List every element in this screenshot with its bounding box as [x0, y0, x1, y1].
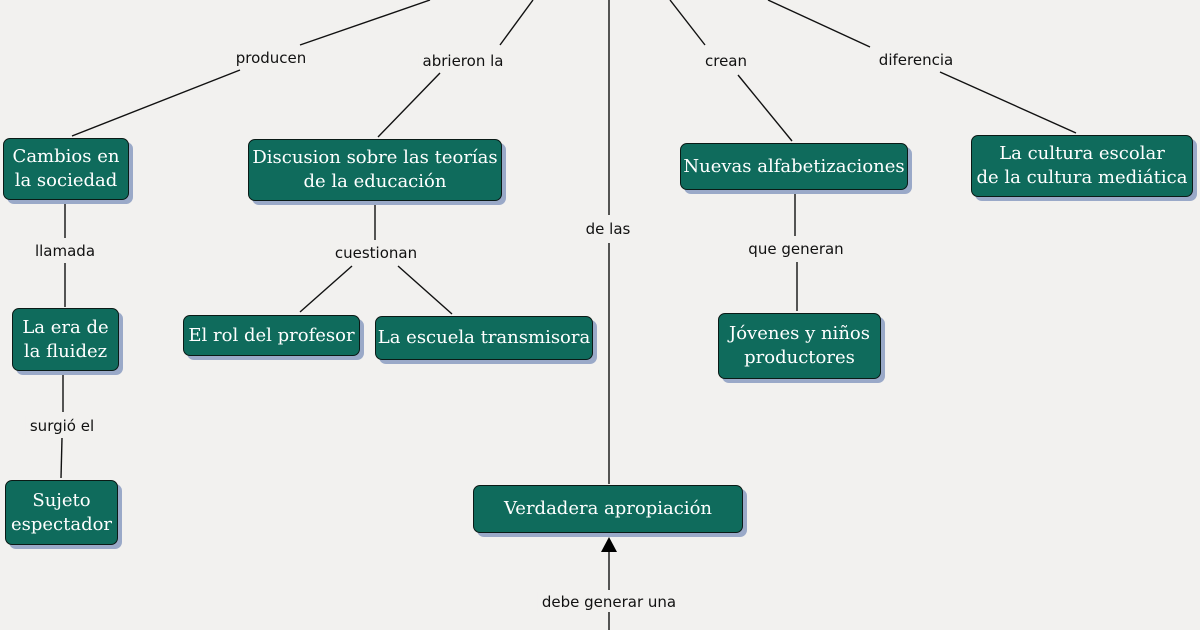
link-label-abrieron: abrieron la: [418, 51, 508, 71]
connector-line: [60, 437, 63, 479]
link-label-que-generan: que generan: [744, 239, 848, 259]
node-sujeto-espectador[interactable]: Sujeto espectador: [5, 480, 118, 545]
connector-line: [499, 0, 534, 46]
link-label-debe-generar: debe generar una: [537, 592, 681, 612]
connector-line: [397, 265, 453, 315]
link-label-crean: crean: [700, 51, 752, 71]
link-label-surgio: surgió el: [25, 416, 99, 436]
node-verdadera-apropiacion[interactable]: Verdadera apropiación: [473, 485, 743, 533]
node-nuevas-alfabetizaciones[interactable]: Nuevas alfabetizaciones: [680, 143, 908, 190]
node-cambios-en-la-sociedad[interactable]: Cambios en la sociedad: [3, 138, 129, 200]
link-label-de-las: de las: [581, 219, 635, 239]
link-label-producen: producen: [231, 48, 311, 68]
connector-line: [939, 71, 1077, 134]
connector-line: [71, 69, 241, 137]
node-jovenes-productores[interactable]: Jóvenes y niños productores: [718, 313, 881, 379]
node-discusion-teorias[interactable]: Discusion sobre las teorías de la educac…: [248, 139, 502, 201]
link-label-cuestionan: cuestionan: [330, 243, 422, 263]
arrowhead-icon: [601, 537, 617, 552]
connector-line: [737, 74, 793, 142]
node-cultura-escolar[interactable]: La cultura escolar de la cultura mediáti…: [971, 135, 1193, 197]
node-rol-profesor[interactable]: El rol del profesor: [183, 315, 360, 356]
link-label-diferencia: diferencia: [874, 50, 958, 70]
node-escuela-transmisora[interactable]: La escuela transmisora: [375, 316, 593, 360]
connector-line: [767, 0, 871, 48]
connector-line: [299, 0, 431, 46]
connector-line: [669, 0, 706, 46]
node-era-fluidez[interactable]: La era de la fluidez: [12, 308, 119, 371]
connector-line: [377, 72, 441, 138]
connector-line: [299, 265, 353, 313]
link-label-llamada: llamada: [30, 241, 100, 261]
